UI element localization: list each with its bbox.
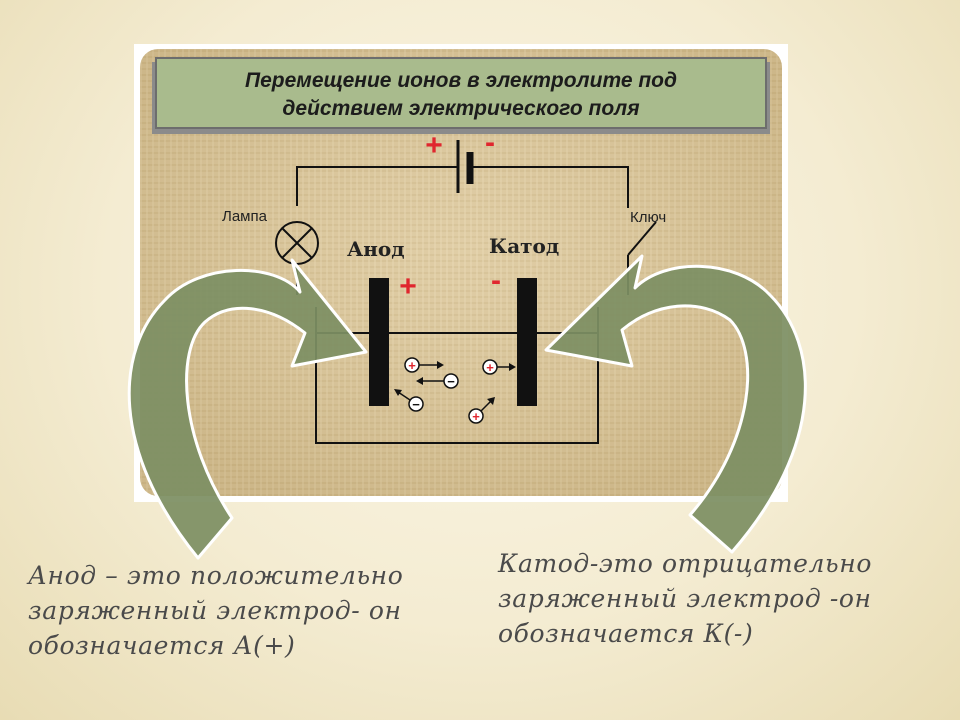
anode-label: Анод — [347, 237, 405, 261]
cathode-label: Катод — [489, 234, 559, 258]
anode-definition-line: Анод – это положительно — [28, 561, 404, 590]
anode-definition-line: обозначается А(+) — [28, 631, 296, 660]
negative-ion: − — [394, 389, 424, 412]
svg-text:+: + — [408, 358, 416, 373]
cathode-definition-line: обозначается К(-) — [498, 619, 754, 648]
battery-plus-sign: + — [425, 129, 443, 162]
lamp-cross-b — [281, 227, 313, 259]
electrolyte-vessel — [315, 307, 599, 444]
title-box — [155, 57, 767, 129]
anode-sign: + — [399, 270, 417, 303]
cathode-definition-line: заряженный электрод -он — [498, 584, 872, 613]
svg-text:−: − — [447, 374, 455, 389]
svg-text:+: + — [472, 409, 480, 424]
right-curved-arrow — [544, 254, 807, 554]
anode-definition-line: заряженный электрод- он — [28, 596, 402, 625]
cathode-definition: Катод-это отрицательно заряженный электр… — [498, 546, 872, 651]
svg-text:−: − — [412, 397, 420, 412]
positive-ion: + — [404, 357, 444, 373]
diagram-title-line1: Перемещение ионов в электролите под — [245, 69, 677, 92]
switch-label: Ключ — [630, 209, 666, 226]
left-curved-arrow — [127, 258, 368, 560]
diagram-title-line2: действием электрического поля — [282, 97, 639, 120]
lamp-label: Лампа — [222, 208, 268, 225]
cathode-electrode — [517, 278, 537, 406]
positive-ion: + — [482, 359, 516, 375]
anode-electrode — [369, 278, 389, 406]
cathode-sign: - — [491, 264, 501, 297]
positive-ion: + — [468, 397, 495, 424]
cathode-definition-line: Катод-это отрицательно — [498, 549, 872, 578]
negative-ion: − — [416, 373, 459, 389]
svg-text:+: + — [486, 360, 494, 375]
ions: + − + − + — [394, 357, 516, 424]
anode-definition: Анод – это положительно заряженный элект… — [28, 558, 403, 663]
board-shading — [140, 49, 782, 496]
battery-minus-sign: - — [485, 126, 495, 159]
